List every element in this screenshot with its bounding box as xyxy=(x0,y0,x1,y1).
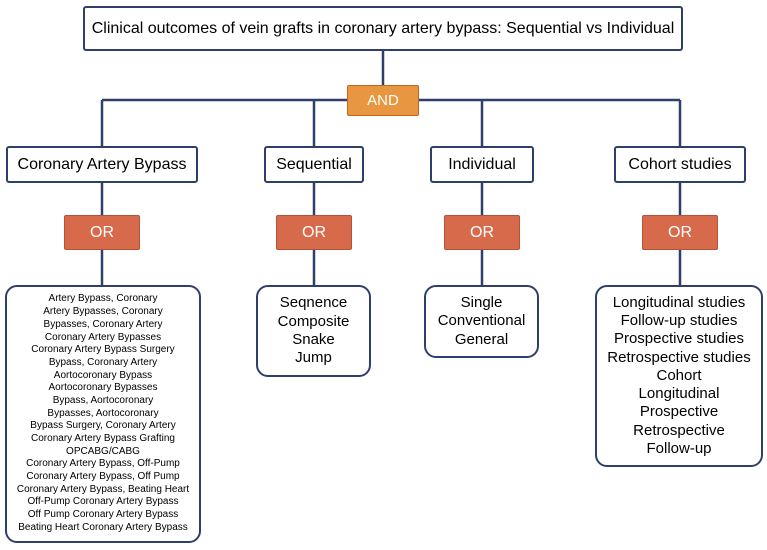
synonym-item: Bypass Surgery, Coronary Artery xyxy=(30,420,176,432)
and-operator-box: AND xyxy=(347,85,419,116)
synonym-item: OPCABG/CABG xyxy=(66,445,140,457)
synonym-item: Beating Heart Coronary Artery Bypass xyxy=(18,521,188,533)
synonym-item: Snake xyxy=(292,331,335,348)
synonym-item: Coronary Artery Bypass, Off-Pump xyxy=(26,458,180,470)
synonym-item: Follow-up xyxy=(646,440,712,458)
synonym-item: Coronary Artery Bypasses xyxy=(44,331,162,343)
synonym-item: Coronary Artery Bypass, Beating Heart xyxy=(16,483,190,495)
synonym-item: Retrospective xyxy=(633,421,725,439)
synonym-item: Artery Bypasses, Coronary xyxy=(43,306,163,318)
synonym-item: Bypasses, Aortocoronary xyxy=(47,407,159,419)
synonym-item: Seqnence xyxy=(279,294,348,312)
synonym-item: General xyxy=(454,330,509,348)
synonym-item: Off-Pump Coronary Artery Bypass xyxy=(27,496,179,508)
synonym-item: Bypasses, Coronary Artery xyxy=(43,318,163,330)
diagram-title: Clinical outcomes of vein grafts in coro… xyxy=(83,6,683,51)
or-operator-box: OR xyxy=(64,215,140,250)
synonym-item: Bypass, Aortocoronary xyxy=(52,394,154,406)
synonym-item: Composite xyxy=(277,312,350,330)
or-operator-box: OR xyxy=(444,215,520,250)
synonym-item: Follow-up studies xyxy=(620,311,738,329)
synonym-item: Bypass, Coronary Artery xyxy=(48,356,158,368)
synonym-item: Off Pump Coronary Artery Bypass xyxy=(27,509,179,521)
term-coronary-artery-bypass: Coronary Artery Bypass xyxy=(6,146,198,183)
synonym-item: Coronary Artery Bypass Surgery xyxy=(31,344,175,356)
synonym-item: Cohort xyxy=(656,366,702,384)
synonym-item: Prospective studies xyxy=(613,330,745,348)
synonym-item: Retrospective studies xyxy=(607,348,751,366)
synonym-item: Longitudinal studies xyxy=(612,293,746,311)
synonym-item: Aortocoronary Bypasses xyxy=(48,382,158,394)
or-operator-box: OR xyxy=(642,215,718,250)
synonym-item: Longitudinal xyxy=(638,385,720,403)
synonym-item: Jump xyxy=(295,349,332,367)
term-cohort-studies: Cohort studies xyxy=(614,146,746,183)
synonym-item: Single xyxy=(460,294,503,312)
or-operator-box: OR xyxy=(276,215,352,250)
term-individual: Individual xyxy=(430,146,534,183)
synonym-item: Aortocoronary Bypass xyxy=(53,369,153,381)
synonym-item: Conventional xyxy=(437,312,526,330)
term-sequential: Sequential xyxy=(264,146,364,183)
synonym-item: Coronary Artery Bypass, Off Pump xyxy=(26,471,180,483)
synonym-item: Artery Bypass, Coronary xyxy=(48,293,158,305)
synonym-item: Coronary Artery Bypass Grafting xyxy=(31,433,175,445)
synonym-item: Prospective xyxy=(639,403,719,421)
